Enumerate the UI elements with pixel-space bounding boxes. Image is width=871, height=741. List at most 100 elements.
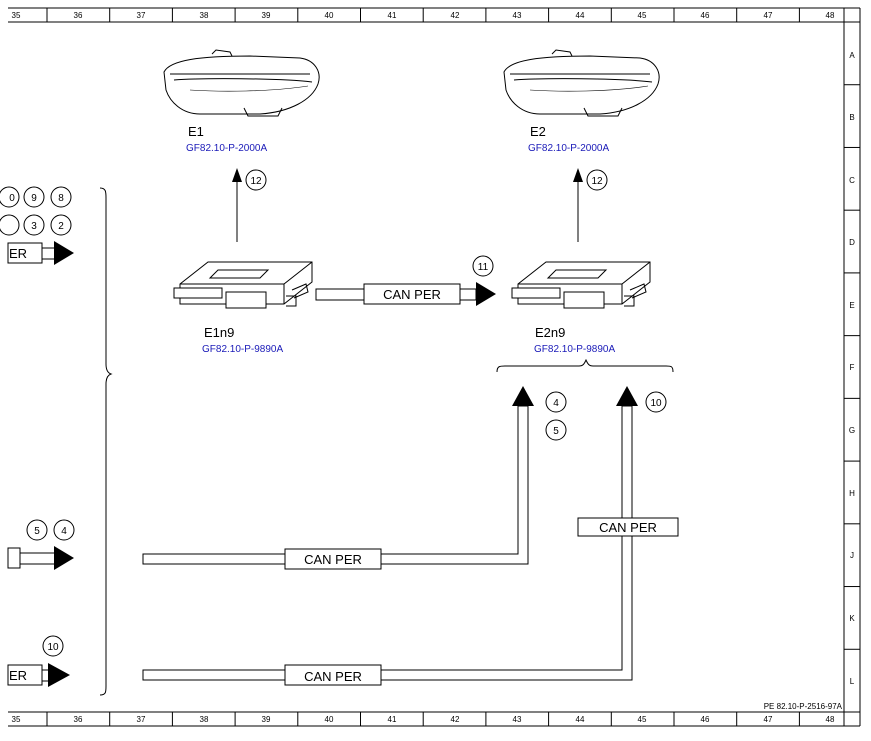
col-label: 48	[826, 11, 835, 20]
control-unit-e2n9-icon	[511, 261, 651, 309]
svg-text:3: 3	[31, 221, 37, 232]
column-labels-bottom: 35 36 37 38 39 40 41 42 43 44 45 46 47 4…	[12, 715, 835, 724]
col-label: 35	[12, 715, 21, 724]
svg-text:10: 10	[650, 398, 662, 409]
svg-text:CAN PER: CAN PER	[599, 520, 657, 535]
e2n9-ref: GF82.10-P-9890A	[534, 344, 615, 355]
col-label: 42	[451, 715, 460, 724]
col-label: 46	[701, 11, 710, 20]
control-unit-e1n9-icon	[173, 261, 313, 309]
row-labels: A B C D E F G H J K L	[849, 51, 855, 686]
col-label: 41	[388, 11, 397, 20]
col-label: 44	[576, 715, 585, 724]
document-id: PE 82.10-P-2516-97A	[764, 702, 843, 711]
col-label: 44	[576, 11, 585, 20]
row-label: E	[849, 301, 854, 310]
svg-text:0: 0	[9, 193, 15, 204]
can-bus-row-l	[142, 405, 633, 681]
e2-ref: GF82.10-P-2000A	[528, 143, 609, 154]
arrow-into-e2n9-b	[616, 386, 638, 406]
row-label: K	[849, 614, 855, 623]
marker-5: 5	[545, 419, 567, 441]
col-label: 47	[764, 715, 773, 724]
left-markers-j: 5 4	[26, 519, 75, 541]
svg-text:CAN PER: CAN PER	[304, 669, 362, 684]
marker-10: 10	[645, 391, 667, 413]
svg-text:2: 2	[58, 221, 64, 232]
col-label: 39	[262, 11, 271, 20]
can-bus-row-j	[142, 405, 529, 565]
marker-4: 4	[545, 391, 567, 413]
headlamp-e1-icon	[163, 49, 320, 117]
col-label: 39	[262, 715, 271, 724]
can-label-row-l: CAN PER	[284, 664, 382, 686]
row-label: H	[849, 489, 855, 498]
col-label: 43	[513, 715, 522, 724]
row-label: B	[849, 113, 854, 122]
marker-11: 11	[472, 255, 494, 277]
e1-name: E1	[188, 124, 204, 139]
can-label-row-j: CAN PER	[284, 548, 382, 570]
left-markers-top: 0 9 8	[0, 186, 72, 208]
col-label: 45	[638, 715, 647, 724]
svg-text:11: 11	[478, 262, 489, 273]
e2n9-name: E2n9	[535, 325, 565, 340]
row-label: L	[850, 677, 855, 686]
row-label: J	[850, 551, 854, 560]
col-label: 46	[701, 715, 710, 724]
column-labels-top: 35 36 37 38 39 40 41 42 43 44 45 46 47 4…	[12, 11, 835, 20]
col-label: 37	[137, 11, 146, 20]
col-label: 38	[200, 715, 209, 724]
drawing-frame	[8, 7, 861, 727]
col-label: 37	[137, 715, 146, 724]
svg-text:10: 10	[47, 642, 59, 653]
left-can-row-j	[7, 546, 74, 570]
e1n9-ref: GF82.10-P-9890A	[202, 344, 283, 355]
marker-12-e1: 12	[245, 169, 267, 191]
svg-text:4: 4	[61, 526, 67, 537]
arrow-into-e2n9-a	[512, 386, 534, 406]
col-label: 35	[12, 11, 21, 20]
svg-text:12: 12	[591, 176, 603, 187]
svg-text:CAN PER: CAN PER	[383, 287, 441, 302]
row-label: G	[849, 426, 855, 435]
row-label: D	[849, 238, 855, 247]
row-label: C	[849, 176, 855, 185]
svg-text:9: 9	[31, 193, 37, 204]
col-label: 41	[388, 715, 397, 724]
col-label: 36	[74, 11, 83, 20]
col-label: 40	[325, 11, 334, 20]
col-label: 36	[74, 715, 83, 724]
left-markers-second: 3 2	[0, 214, 72, 236]
left-group-brace	[99, 187, 113, 696]
col-label: 40	[325, 715, 334, 724]
svg-text:4: 4	[553, 398, 559, 409]
e1-ref: GF82.10-P-2000A	[186, 143, 267, 154]
col-label: 43	[513, 11, 522, 20]
arrow-e2n9-to-e2	[573, 168, 583, 242]
arrow-e1n9-to-e1	[232, 168, 242, 242]
e1n9-name: E1n9	[204, 325, 234, 340]
svg-text:CAN PER: CAN PER	[304, 552, 362, 567]
e2n9-input-brace	[496, 358, 674, 373]
col-label: 45	[638, 11, 647, 20]
headlamp-e2-icon	[503, 49, 660, 117]
col-label: 38	[200, 11, 209, 20]
can-bus-e1n9-to-e2n9: CAN PER	[315, 282, 496, 306]
row-label: F	[850, 363, 855, 372]
svg-text:12: 12	[250, 176, 262, 187]
can-label-vertical: CAN PER	[577, 517, 679, 537]
col-label: 47	[764, 11, 773, 20]
left-marker-l: 10	[42, 635, 64, 657]
row-label: A	[849, 51, 855, 60]
svg-text:ER: ER	[9, 668, 27, 683]
col-label: 48	[826, 715, 835, 724]
left-can-row-l: ER	[7, 663, 70, 687]
svg-text:5: 5	[553, 426, 559, 437]
col-label: 42	[451, 11, 460, 20]
left-can-row-d: ER	[7, 241, 74, 265]
svg-text:8: 8	[58, 193, 64, 204]
e2-name: E2	[530, 124, 546, 139]
svg-text:ER: ER	[9, 246, 27, 261]
